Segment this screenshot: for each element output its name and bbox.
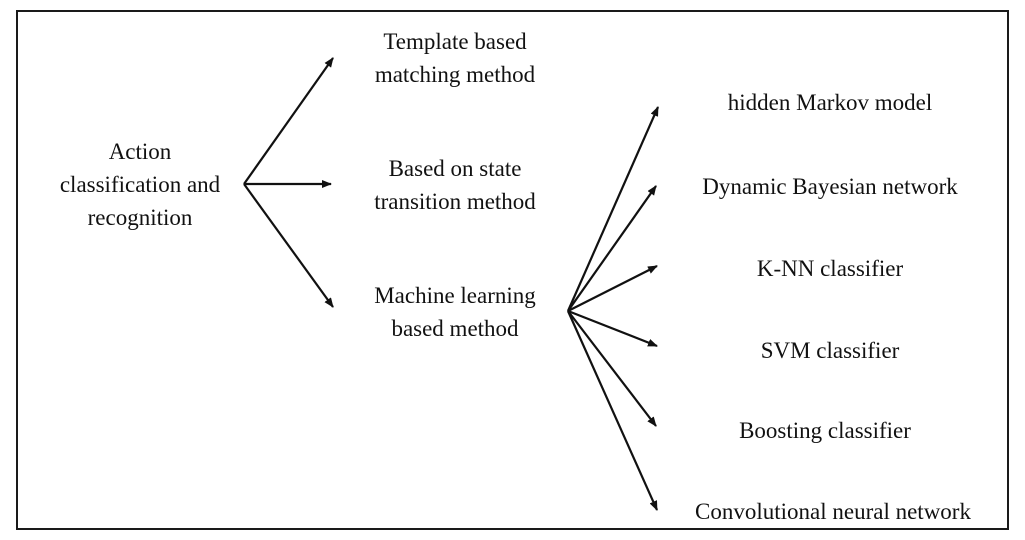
ml-method-svm-label: SVM classifier	[760, 338, 900, 363]
arrow-ml-to-svm	[567, 309, 658, 348]
root-line-2: classification and	[59, 172, 221, 197]
root-line-3: recognition	[87, 205, 193, 230]
method-ml-line-1: Machine learning	[374, 283, 536, 308]
arrow-ml-to-cnn	[566, 310, 659, 511]
ml-method-boosting-label: Boosting classifier	[739, 418, 911, 443]
method-state-label: Based on state transition method	[340, 152, 570, 218]
method-ml-label: Machine learning based method	[340, 279, 570, 345]
ml-method-cnn-label: Convolutional neural network	[695, 499, 971, 524]
arrow-ml-to-dbn	[567, 185, 657, 312]
ml-method-hmm-label: hidden Markov model	[727, 90, 933, 115]
arrow-root-to-template	[243, 57, 334, 185]
method-state-line-2: transition method	[374, 189, 536, 214]
method-template-label: Template based matching method	[340, 25, 570, 91]
root-line-1: Action	[108, 139, 172, 164]
ml-method-knn-label: K-NN classifier	[756, 256, 904, 281]
diagram-frame	[16, 10, 1009, 530]
method-template-line-1: Template based	[383, 29, 527, 54]
method-template-line-2: matching method	[374, 62, 536, 87]
method-state-line-1: Based on state	[388, 156, 522, 181]
root-node-label: Action classification and recognition	[50, 135, 230, 234]
ml-method-dbn-label: Dynamic Bayesian network	[702, 174, 958, 199]
arrow-ml-to-hmm	[566, 106, 660, 312]
arrow-ml-to-boosting	[567, 310, 657, 427]
arrow-root-to-ml	[243, 183, 334, 308]
method-ml-line-2: based method	[391, 316, 519, 341]
arrow-ml-to-knn	[567, 265, 658, 312]
